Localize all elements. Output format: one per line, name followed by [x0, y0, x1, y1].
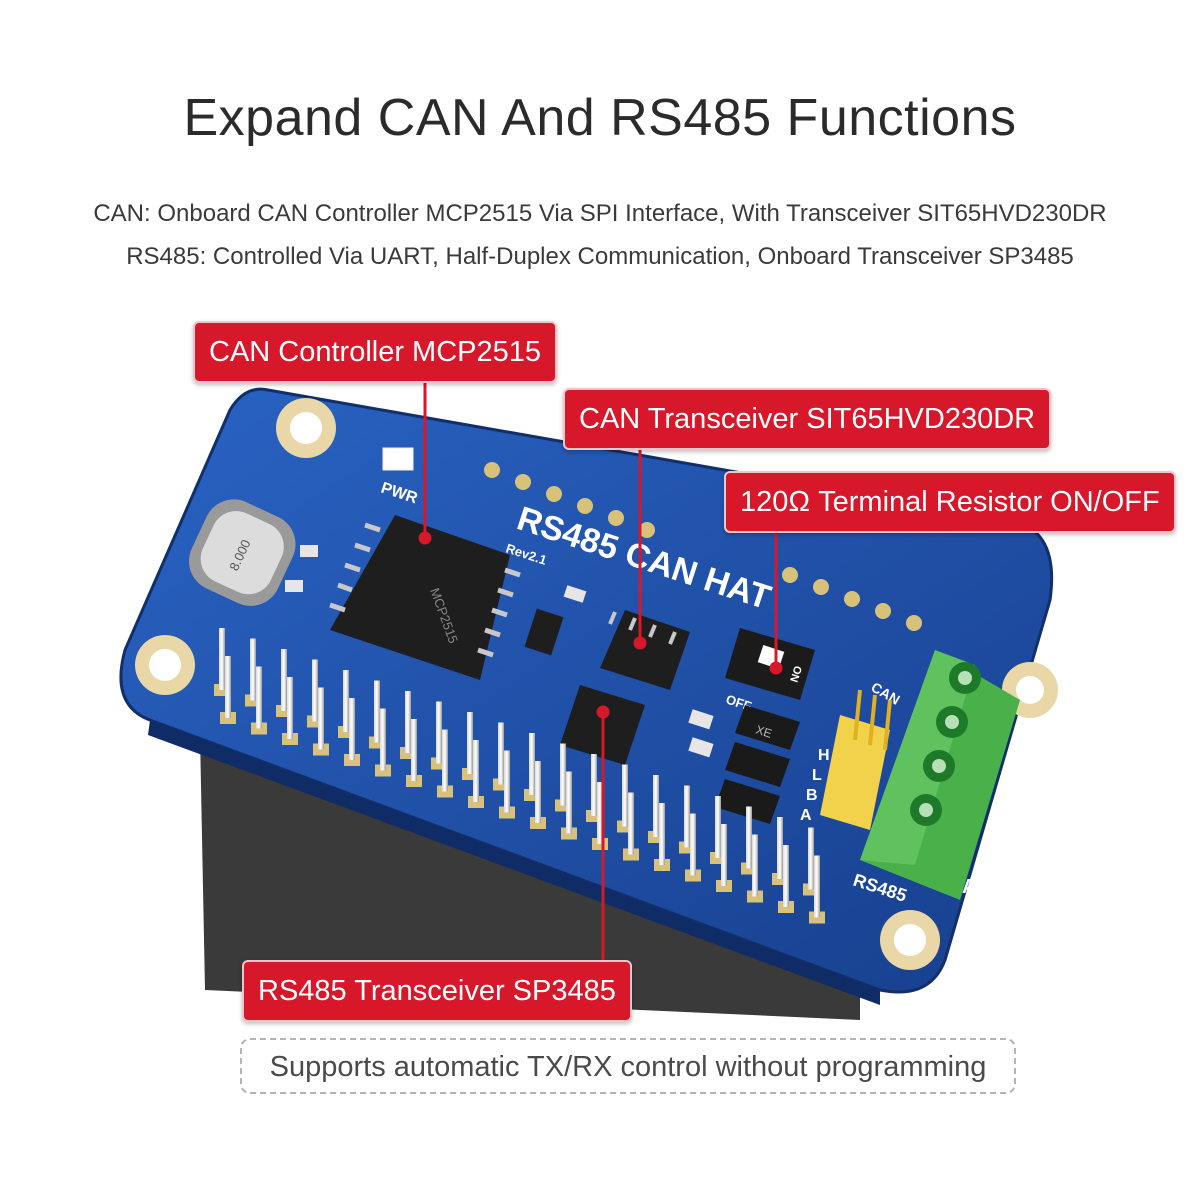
- gpio-pin: [659, 803, 665, 865]
- gpio-pin: [777, 817, 783, 879]
- callout-terminal-resistor: 120Ω Terminal Resistor ON/OFF: [724, 471, 1176, 533]
- gpio-pin: [281, 649, 287, 711]
- gpio-pin: [653, 775, 659, 837]
- gpio-pin: [752, 834, 758, 897]
- rs485-can-terminal-block: [860, 650, 1020, 900]
- gpio-pin: [374, 680, 380, 743]
- callout-rs485-transceiver: RS485 Transceiver SP3485: [242, 960, 632, 1022]
- terminal-label-l: L: [1005, 795, 1017, 817]
- gpio-pads-top: [484, 462, 922, 631]
- gpio-pin: [498, 722, 504, 785]
- gpio-pin: [597, 782, 603, 844]
- gpio-pin: [473, 740, 479, 802]
- subtitle-rs485: RS485: Controlled Via UART, Half-Duplex …: [126, 243, 1074, 270]
- gpio-pin: [380, 708, 386, 771]
- gpio-pin: [287, 677, 293, 739]
- diode-marking: XE: [754, 723, 774, 741]
- switch-on-label: ON: [787, 664, 804, 683]
- gpio-pin: [318, 687, 324, 750]
- gpio-pin: [504, 750, 510, 813]
- header-label-h: H: [818, 747, 830, 764]
- gpio-pin: [715, 796, 721, 858]
- gpio-pin: [808, 827, 814, 890]
- gpio-pin: [690, 813, 696, 876]
- gpio-pin: [684, 785, 690, 848]
- gpio-pin: [560, 743, 566, 806]
- gpio-pin: [405, 691, 411, 753]
- page-title: Expand CAN And RS485 Functions: [183, 89, 1017, 147]
- gpio-pin: [225, 656, 231, 718]
- subtitle-can: CAN: Onboard CAN Controller MCP2515 Via …: [93, 200, 1107, 227]
- gpio-pin: [566, 771, 572, 834]
- crystal-oscillator: 8.000: [188, 499, 296, 606]
- tvs-diodes: XE: [715, 705, 800, 824]
- smd-components: [285, 545, 714, 758]
- gpio-pin: [312, 659, 318, 722]
- gpio-pin: [250, 638, 256, 701]
- gpio-pin: [591, 754, 597, 816]
- callout-leaders: [418, 379, 783, 960]
- header-label-a: A: [800, 807, 812, 824]
- auto-txrx-note: Supports automatic TX/RX control without…: [240, 1038, 1016, 1094]
- callout-can-transceiver: CAN Transceiver SIT65HVD230DR: [563, 388, 1052, 450]
- gpio-pin: [628, 792, 634, 855]
- gpio-pin: [442, 729, 448, 792]
- gpio-pin: [343, 670, 349, 732]
- mcp2515-chip: MCP2515: [329, 515, 521, 680]
- gpio-pin: [721, 824, 727, 886]
- gpio-pin: [467, 712, 473, 774]
- yellow-pin-header: [820, 689, 892, 830]
- gpio-pin: [349, 698, 355, 760]
- gpio-pin: [535, 761, 541, 823]
- terminal-resistor-switch[interactable]: OFF ON: [724, 628, 815, 714]
- terminal-label-a: A: [962, 876, 976, 898]
- gpio-pin: [529, 733, 535, 795]
- gpio-pin: [814, 855, 820, 918]
- gpio-pin: [783, 845, 789, 907]
- header-label-b: B: [806, 787, 818, 804]
- terminal-label-h: H: [1022, 755, 1036, 777]
- gpio-pin: [436, 701, 442, 764]
- gpio-pin: [256, 666, 262, 729]
- gpio-pin: [622, 764, 628, 827]
- callout-can-controller: CAN Controller MCP2515: [193, 321, 558, 383]
- gpio-pin: [411, 719, 417, 781]
- terminal-label-b: B: [985, 838, 999, 860]
- gpio-pins: [214, 628, 825, 924]
- gpio-pin: [219, 628, 225, 690]
- gpio-pin: [746, 806, 752, 869]
- can-transceiver-chip: [600, 610, 690, 690]
- header-label-l: L: [812, 767, 822, 784]
